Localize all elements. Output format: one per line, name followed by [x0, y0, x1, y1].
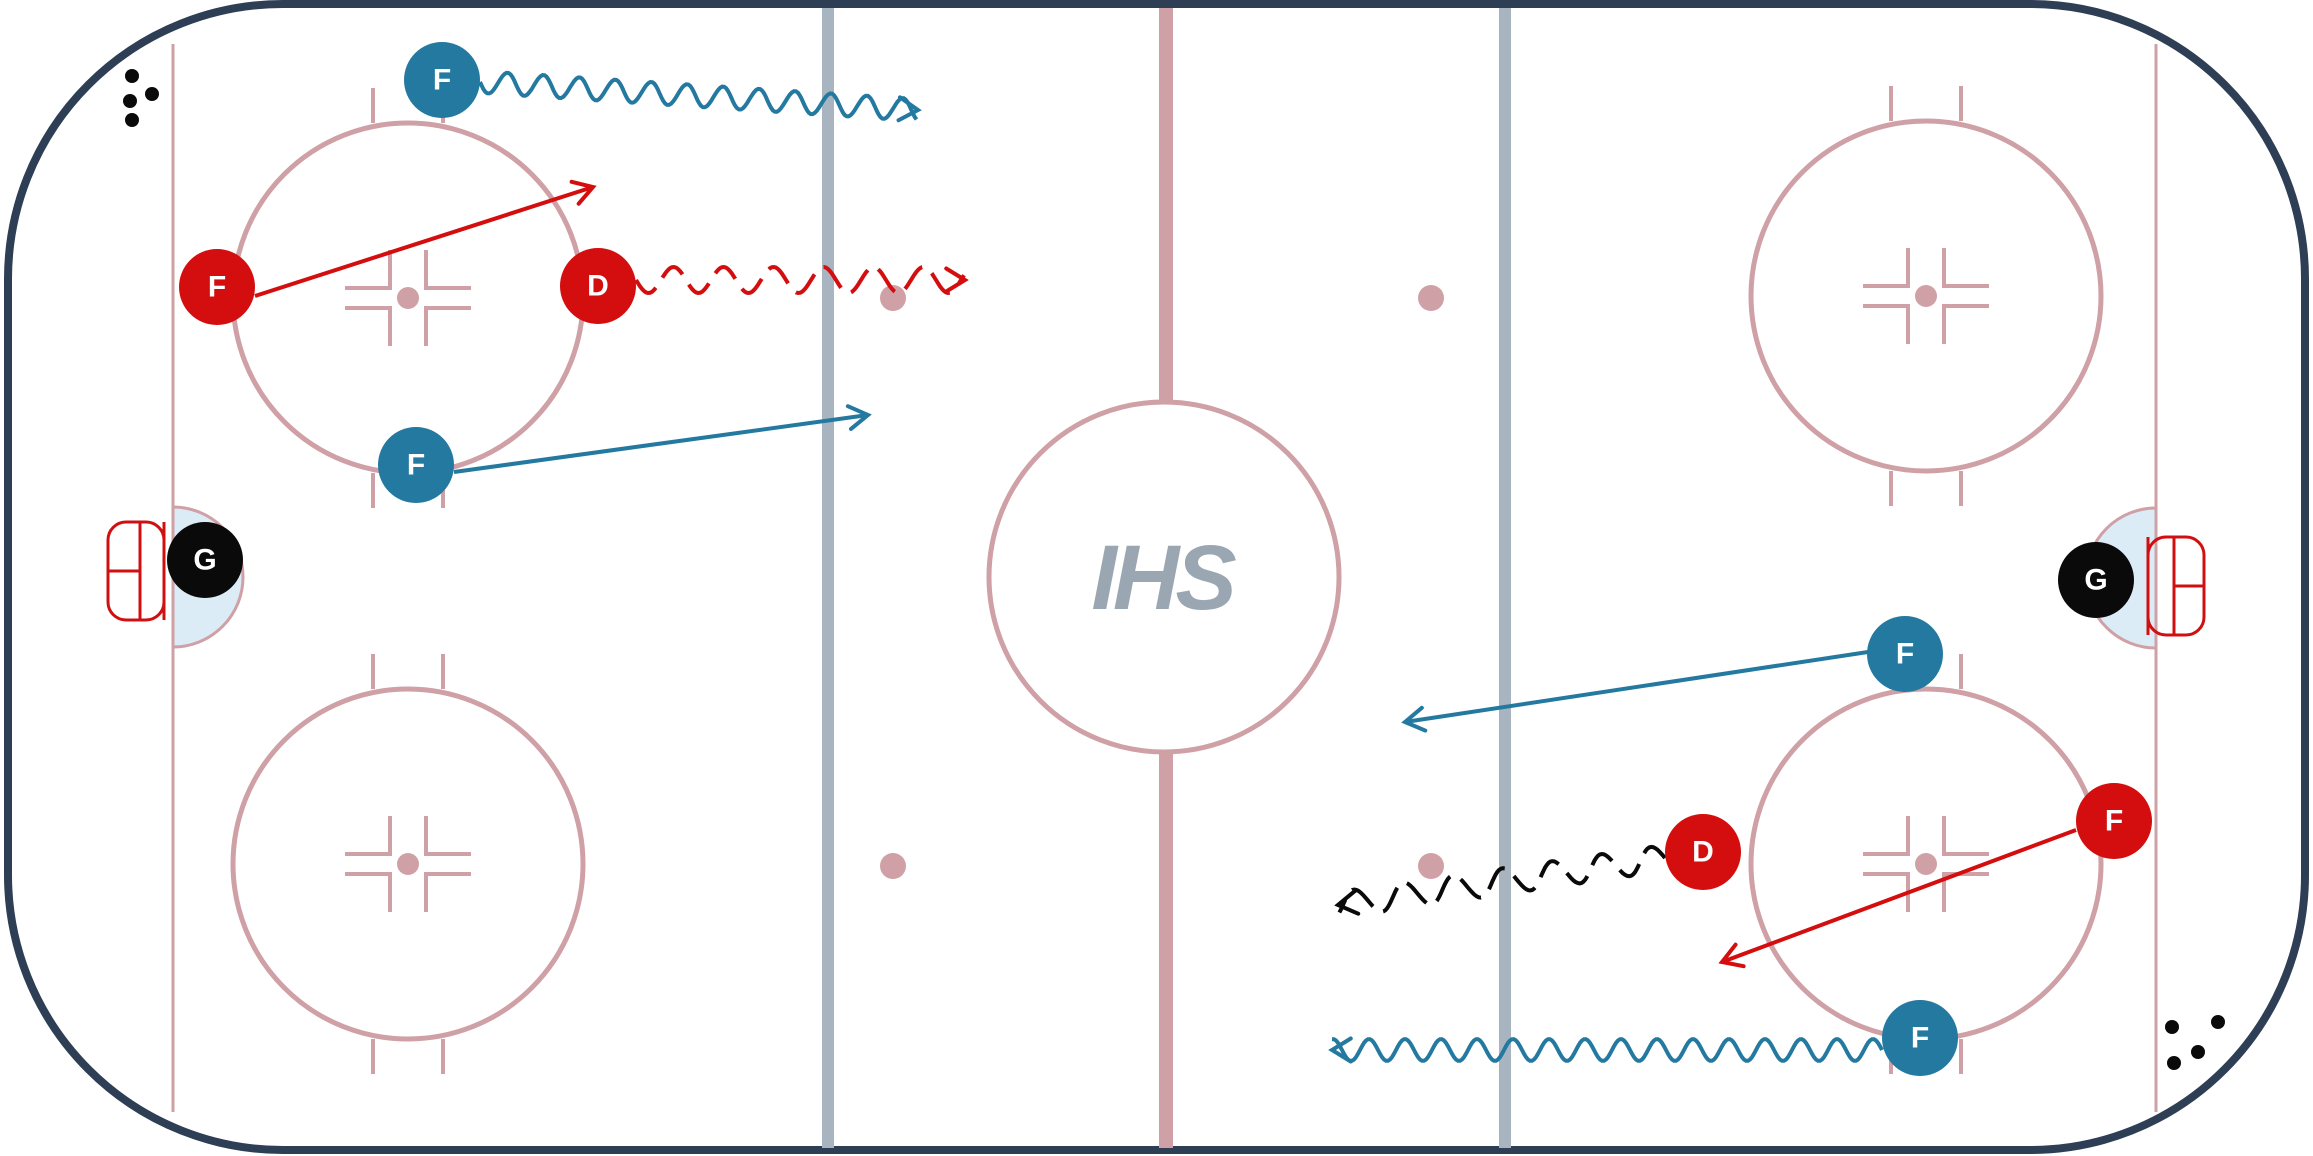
- movement-paths: [254, 70, 2077, 1064]
- faceoff-circle: [1748, 86, 2104, 506]
- backward-skate-line: [1337, 844, 1667, 914]
- faceoff-marker: [1863, 248, 1910, 288]
- arrowhead-icon: [1718, 942, 1746, 969]
- faceoff-circle: [230, 654, 586, 1074]
- arrowhead-icon: [896, 95, 922, 123]
- player-token[interactable]: F: [1882, 1000, 1958, 1076]
- faceoff-marker: [424, 816, 471, 856]
- arrowhead-icon: [845, 404, 872, 431]
- neutral-dot: [1418, 853, 1444, 879]
- faceoff-marker: [1942, 816, 1989, 856]
- player-token[interactable]: F: [2076, 783, 2152, 859]
- player-label: F: [1911, 1022, 1929, 1055]
- player-label: F: [433, 64, 451, 97]
- faceoff-marker: [424, 306, 471, 346]
- goal-net-right: [2146, 535, 2206, 637]
- path-straight-arrow: [254, 179, 597, 298]
- skate-line: [1332, 1037, 1884, 1063]
- puck: [145, 87, 159, 101]
- players: F F D F G G F F D F: [167, 42, 2152, 1076]
- player-label: F: [1896, 638, 1914, 671]
- faceoff-marker: [1863, 816, 1910, 856]
- backward-skate-line: [634, 264, 966, 296]
- faceoff-marker: [1863, 304, 1910, 344]
- player-label: F: [208, 271, 226, 304]
- skate-line: [478, 70, 919, 121]
- faceoff-dot: [1915, 853, 1937, 875]
- neutral-dot: [880, 285, 906, 311]
- arrowhead-icon: [1401, 705, 1428, 733]
- path-straight-arrow: [453, 404, 872, 474]
- faceoff-marker: [1942, 248, 1989, 288]
- faceoff-marker: [1863, 872, 1910, 912]
- path-looped-arrow: [634, 264, 969, 296]
- faceoff-ring: [1748, 118, 2104, 474]
- faceoff-ring: [230, 686, 586, 1042]
- puck: [2211, 1015, 2225, 1029]
- puck-group-right: [2165, 1015, 2225, 1070]
- faceoff-dot: [397, 287, 419, 309]
- player-token[interactable]: G: [2058, 542, 2134, 618]
- pass-line: [1404, 650, 1869, 724]
- player-label: G: [2084, 564, 2107, 597]
- puck: [2191, 1045, 2205, 1059]
- path-wavy-arrow: [1328, 1036, 1884, 1064]
- neutral-dot: [880, 853, 906, 879]
- player-label: G: [193, 544, 216, 577]
- arrowhead-icon: [1334, 888, 1361, 916]
- faceoff-marker: [424, 872, 471, 912]
- faceoff-dot: [1915, 285, 1937, 307]
- neutral-dot: [1418, 285, 1444, 311]
- player-token[interactable]: F: [378, 427, 454, 503]
- player-label: D: [1692, 836, 1714, 869]
- puck: [125, 69, 139, 83]
- path-straight-arrow: [1718, 828, 2077, 969]
- goal-net-left: [106, 520, 166, 622]
- player-token[interactable]: F: [404, 42, 480, 118]
- arrowhead-icon: [1328, 1036, 1353, 1064]
- faceoff-marker: [424, 250, 471, 290]
- path-looped-arrow: [1334, 844, 1667, 916]
- puck: [125, 113, 139, 127]
- player-token[interactable]: G: [167, 522, 243, 598]
- faceoff-marker: [1942, 872, 1989, 912]
- arrowhead-icon: [944, 266, 969, 294]
- pass-line: [254, 185, 594, 298]
- faceoff-circles: [230, 86, 2104, 1074]
- arrowhead-icon: [569, 179, 597, 206]
- puck: [123, 94, 137, 108]
- faceoff-dot: [397, 853, 419, 875]
- player-token[interactable]: D: [1665, 814, 1741, 890]
- player-token[interactable]: D: [560, 248, 636, 324]
- puck: [2165, 1020, 2179, 1034]
- pass-line: [453, 413, 869, 474]
- player-label: F: [2105, 805, 2123, 838]
- player-token[interactable]: F: [1867, 616, 1943, 692]
- path-wavy-arrow: [478, 70, 922, 123]
- pass-line: [1721, 828, 2077, 964]
- faceoff-marker: [345, 250, 392, 290]
- center-logo: IHS: [1091, 527, 1236, 629]
- puck-group-left: [123, 69, 159, 127]
- faceoff-marker: [345, 306, 392, 346]
- player-label: F: [407, 449, 425, 482]
- player-label: D: [587, 270, 609, 303]
- center-circle: [986, 399, 1342, 755]
- puck: [2167, 1056, 2181, 1070]
- player-token[interactable]: F: [179, 249, 255, 325]
- faceoff-marker: [345, 872, 392, 912]
- path-straight-arrow: [1401, 650, 1869, 733]
- faceoff-marker: [1942, 304, 1989, 344]
- faceoff-marker: [345, 816, 392, 856]
